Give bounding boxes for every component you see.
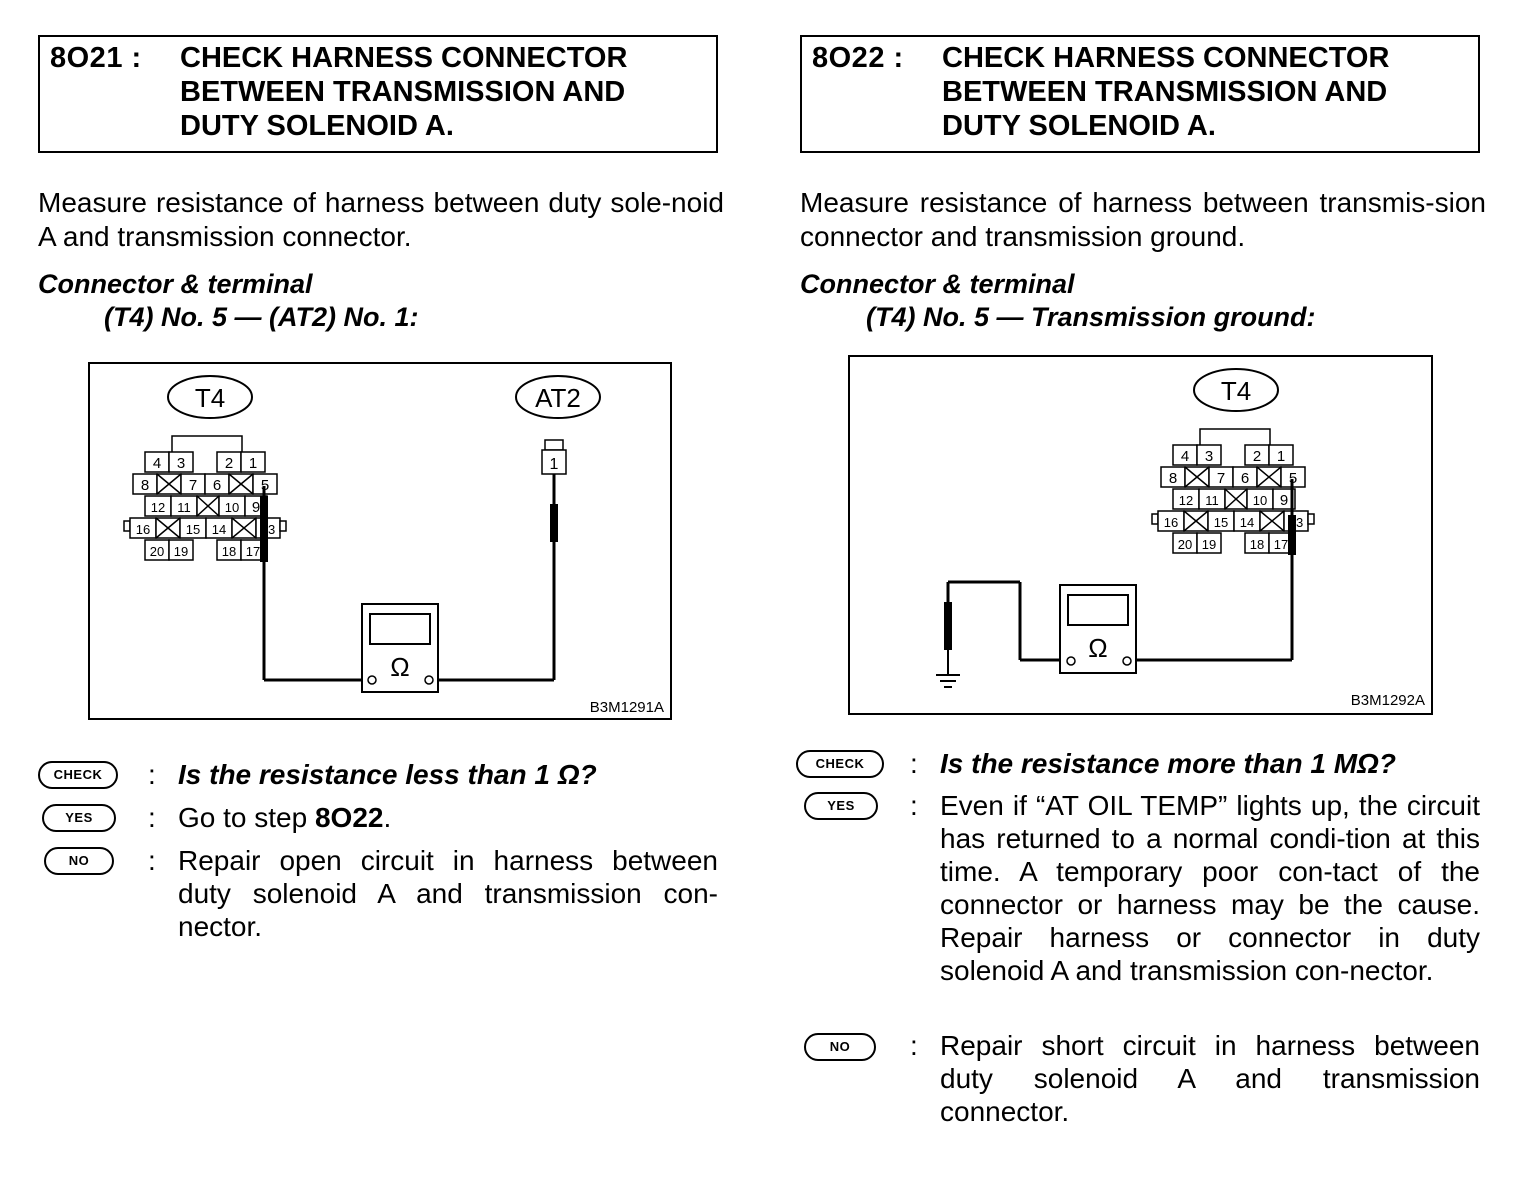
connector-terminal-label: Connector & terminal (T4) No. 5 — Transm… xyxy=(800,268,1316,334)
check-question: Is the resistance less than 1 Ω? xyxy=(178,759,597,790)
svg-text:6: 6 xyxy=(1241,470,1249,487)
figure-code: B3M1292A xyxy=(1351,692,1425,709)
t4-label: T4 xyxy=(1221,376,1251,406)
wiring-diagram: T4 AT2 4 3 2 1 8 7 6 5 12 11 10 xyxy=(88,362,672,720)
svg-text:5: 5 xyxy=(261,477,269,494)
yes-badge: YES xyxy=(42,804,116,832)
ohmmeter: Ω xyxy=(1059,584,1137,674)
svg-text:9: 9 xyxy=(252,499,260,516)
yes-prefix: Go to step xyxy=(178,802,315,833)
svg-text:15: 15 xyxy=(186,522,200,537)
check-badge: CHECK xyxy=(38,761,118,789)
svg-text:14: 14 xyxy=(212,522,226,537)
svg-text:3: 3 xyxy=(1205,448,1213,465)
svg-text:14: 14 xyxy=(1240,515,1254,530)
wiring-diagram-svg: T4 AT2 4 3 2 1 8 7 6 5 12 11 10 xyxy=(123,375,664,716)
wiring-diagram: T4 4 3 2 1 8 7 6 5 12 11 10 9 16 xyxy=(848,355,1433,715)
svg-text:15: 15 xyxy=(1214,515,1228,530)
colon: : xyxy=(148,759,156,790)
t4-label-oval xyxy=(167,375,253,419)
at2-pin-label: 1 xyxy=(550,456,559,473)
no-instruction: Repair short circuit in harness between … xyxy=(940,1030,1480,1127)
connector-label: Connector & terminal xyxy=(38,269,313,299)
measure-instruction: Measure resistance of harness between du… xyxy=(38,187,724,252)
probe-leads xyxy=(260,474,558,682)
svg-text:9: 9 xyxy=(1280,492,1288,509)
yes-badge: YES xyxy=(804,792,878,820)
figure-code: B3M1291A xyxy=(590,699,664,716)
svg-text:7: 7 xyxy=(189,477,197,494)
no-instruction: Repair open circuit in harness between d… xyxy=(178,845,718,942)
ground-icon xyxy=(936,674,960,688)
svg-text:2: 2 xyxy=(1253,448,1261,465)
svg-text:10: 10 xyxy=(1253,493,1267,508)
svg-text:18: 18 xyxy=(1250,537,1264,552)
step-title: CHECK HARNESS CONNECTOR BETWEEN TRANSMIS… xyxy=(180,42,628,142)
colon: : xyxy=(910,1030,918,1061)
measure-instruction: Measure resistance of harness between tr… xyxy=(800,187,1486,252)
at2-label-oval xyxy=(515,375,601,419)
probe-leads xyxy=(944,479,1296,675)
yes-instruction: Even if “AT OIL TEMP” lights up, the cir… xyxy=(940,790,1480,986)
at2-label: AT2 xyxy=(535,383,581,413)
connector-terminal-spec: (T4) No. 5 — (AT2) No. 1: xyxy=(104,302,419,332)
step-header-box: 8O22 : CHECK HARNESS CONNECTOR BETWEEN T… xyxy=(800,35,1480,153)
svg-text:16: 16 xyxy=(1164,515,1178,530)
colon: : xyxy=(910,748,918,779)
svg-text:17: 17 xyxy=(1274,537,1288,552)
svg-text:1: 1 xyxy=(249,455,257,472)
svg-text:4: 4 xyxy=(153,455,161,472)
step-title: CHECK HARNESS CONNECTOR BETWEEN TRANSMIS… xyxy=(942,42,1390,142)
colon: : xyxy=(148,845,156,876)
svg-text:2: 2 xyxy=(225,455,233,472)
t4-connector: 4 3 2 1 8 7 6 5 12 11 10 9 16 15 14 xyxy=(1151,428,1315,554)
t4-label: T4 xyxy=(195,383,225,413)
svg-text:20: 20 xyxy=(1178,537,1192,552)
svg-text:18: 18 xyxy=(222,544,236,559)
svg-text:11: 11 xyxy=(177,500,191,515)
no-badge: NO xyxy=(804,1033,876,1061)
yes-suffix: . xyxy=(383,802,392,833)
svg-text:12: 12 xyxy=(1179,493,1193,508)
at2-connector: 1 xyxy=(541,439,567,475)
svg-text:7: 7 xyxy=(1217,470,1225,487)
svg-text:8: 8 xyxy=(141,477,149,494)
ohm-symbol: Ω xyxy=(1088,633,1107,663)
svg-text:20: 20 xyxy=(150,544,164,559)
svg-text:17: 17 xyxy=(246,544,260,559)
svg-text:8: 8 xyxy=(1169,470,1177,487)
svg-text:19: 19 xyxy=(174,544,188,559)
wiring-diagram-svg: T4 4 3 2 1 8 7 6 5 12 11 10 9 16 xyxy=(936,368,1425,709)
svg-text:10: 10 xyxy=(225,500,239,515)
svg-text:5: 5 xyxy=(1289,470,1297,487)
ohmmeter: Ω xyxy=(361,603,439,693)
colon: : xyxy=(910,790,918,821)
connector-terminal-spec: (T4) No. 5 — Transmission ground: xyxy=(866,302,1316,332)
t4-label-oval xyxy=(1193,368,1279,412)
yes-step-link[interactable]: 8O22 xyxy=(314,802,384,833)
svg-text:4: 4 xyxy=(1181,448,1189,465)
step-header-box: 8O21 : CHECK HARNESS CONNECTOR BETWEEN T… xyxy=(38,35,718,153)
ohm-symbol: Ω xyxy=(390,652,409,682)
svg-text:3: 3 xyxy=(177,455,185,472)
connector-terminal-label: Connector & terminal (T4) No. 5 — (AT2) … xyxy=(38,268,419,334)
colon: : xyxy=(148,802,156,833)
svg-text:12: 12 xyxy=(151,500,165,515)
step-number: 8O21 : xyxy=(50,42,142,74)
t4-connector: 4 3 2 1 8 7 6 5 12 11 10 9 16 15 14 xyxy=(123,435,287,561)
check-badge: CHECK xyxy=(796,750,884,778)
check-question: Is the resistance more than 1 MΩ? xyxy=(940,748,1396,779)
yes-instruction: Go to step 8O22. xyxy=(178,801,718,834)
svg-text:1: 1 xyxy=(1277,448,1285,465)
no-badge: NO xyxy=(44,847,114,875)
step-number: 8O22 : xyxy=(812,42,904,74)
svg-text:6: 6 xyxy=(213,477,221,494)
connector-label: Connector & terminal xyxy=(800,269,1075,299)
svg-text:16: 16 xyxy=(136,522,150,537)
svg-text:11: 11 xyxy=(1205,493,1219,508)
svg-text:19: 19 xyxy=(1202,537,1216,552)
